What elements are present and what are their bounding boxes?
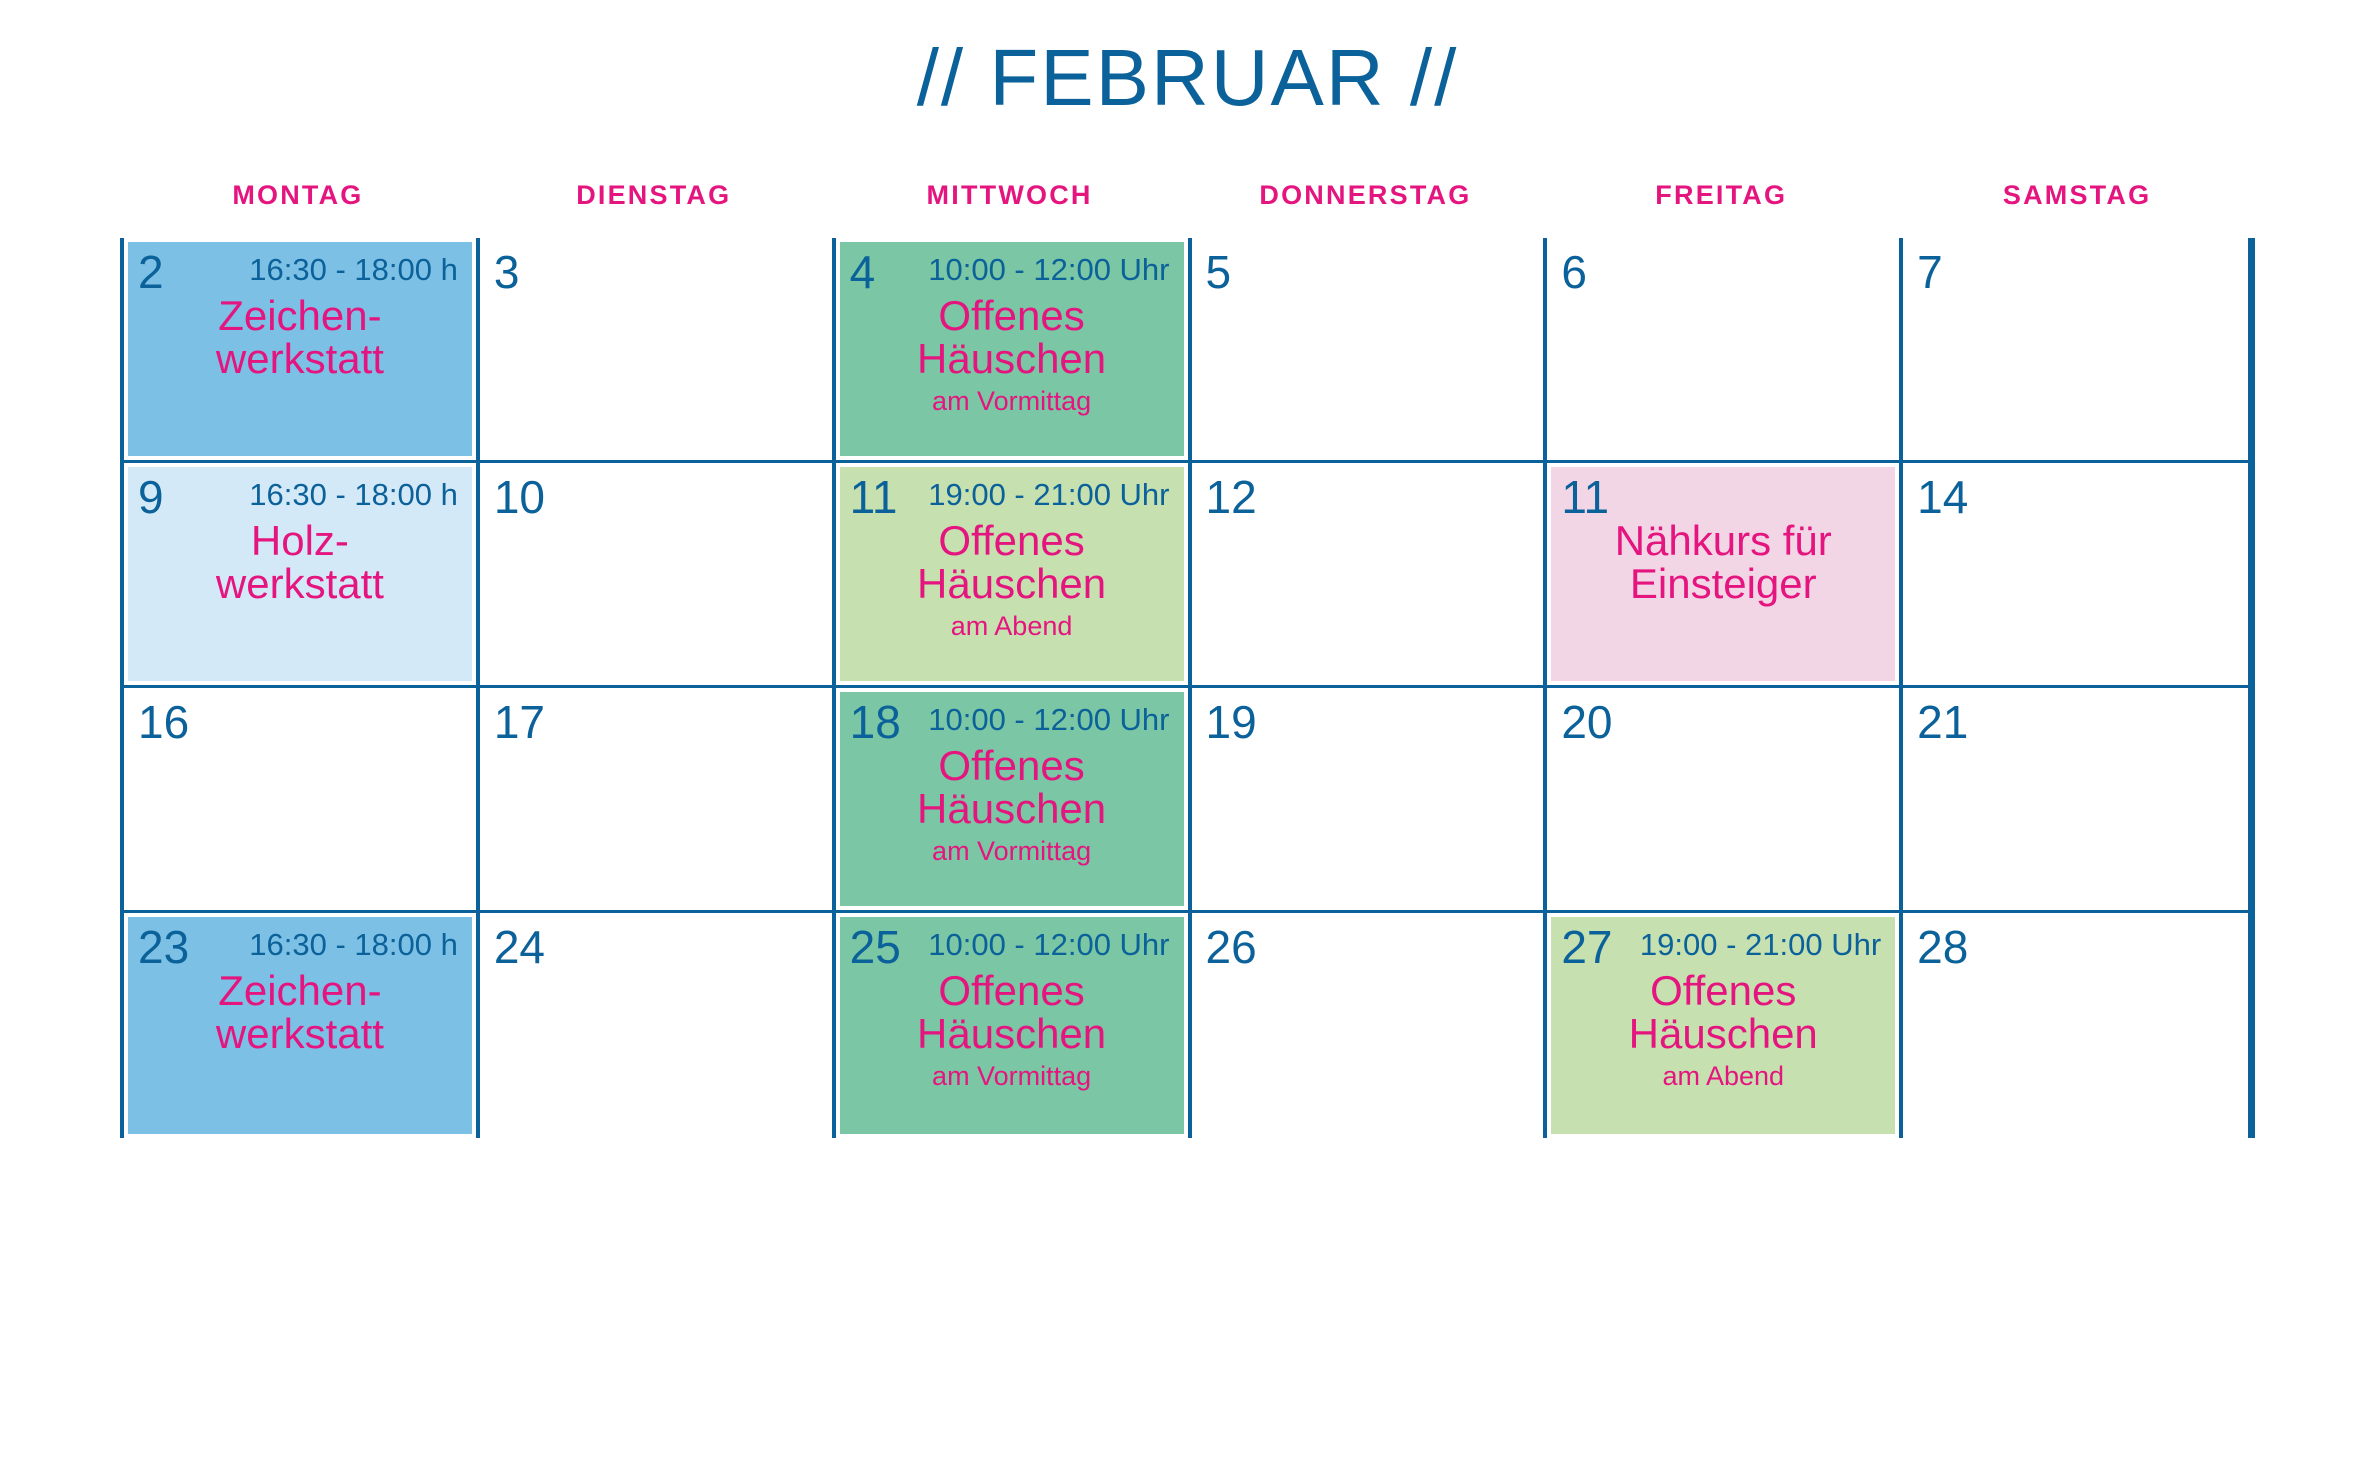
day-number: 28 (1917, 921, 1969, 973)
event-time: 10:00 - 12:00 Uhr (928, 702, 1170, 737)
day-number: 21 (1917, 696, 1969, 748)
calendar-cell[interactable]: 16:30 - 18:00 h Zeichen- werkstatt 2 (120, 238, 476, 463)
event-time: 16:30 - 18:00 h (249, 927, 458, 962)
calendar-cell[interactable]: 14 (1899, 463, 2255, 688)
calendar-cell[interactable]: 6 (1543, 238, 1900, 463)
event-subtitle: am Vormittag (932, 835, 1092, 866)
day-number: 24 (493, 921, 545, 973)
day-number: 27 (1561, 921, 1613, 973)
event-title: Zeichen- werkstatt (215, 292, 384, 382)
calendar-cell[interactable]: 17 (475, 688, 832, 913)
day-number: 19 (1205, 696, 1257, 748)
day-number: 11 (1561, 471, 1610, 523)
event-block[interactable]: 16:30 - 18:00 h Zeichen- werkstatt (128, 242, 472, 456)
event-time: 19:00 - 21:00 Uhr (928, 477, 1170, 512)
calendar-cell[interactable]: 16 (120, 688, 476, 913)
calendar-cell[interactable]: 16:30 - 18:00 h Holz- werkstatt 9 (120, 463, 476, 688)
calendar-cell[interactable]: 3 (475, 238, 832, 463)
calendar-cell[interactable]: 10 (475, 463, 832, 688)
event-subtitle: am Abend (1662, 1060, 1785, 1091)
day-number: 10 (493, 471, 545, 523)
page-title: // FEBRUAR // (916, 33, 1459, 122)
weekday-header-row: MONTAG DIENSTAG MITTWOCH DONNERSTAG FREI… (120, 182, 2255, 209)
weekday-header-freitag: FREITAG (1655, 180, 1788, 210)
event-title: Nähkurs für Einsteiger (1614, 517, 1832, 607)
event-subtitle: am Vormittag (932, 385, 1092, 416)
day-number: 25 (849, 921, 901, 973)
event-title: Offenes Häuschen (917, 742, 1107, 832)
event-time: 16:30 - 18:00 h (249, 252, 458, 287)
day-number: 16 (138, 696, 190, 748)
weekday-header-dienstag: DIENSTAG (576, 180, 732, 210)
calendar-cell[interactable]: 12 (1187, 463, 1544, 688)
weekday-header-montag: MONTAG (232, 180, 364, 210)
event-title: Offenes Häuschen (917, 517, 1107, 607)
calendar-cell[interactable]: 28 (1899, 913, 2255, 1138)
event-title: Holz- werkstatt (215, 517, 384, 607)
event-time: 16:30 - 18:00 h (249, 477, 458, 512)
day-number: 4 (849, 246, 876, 298)
event-block[interactable]: Nähkurs für Einsteiger (1551, 467, 1896, 681)
event-title: Offenes Häuschen (917, 292, 1107, 382)
day-number: 6 (1561, 246, 1587, 298)
day-number: 5 (1205, 246, 1232, 298)
event-time: 10:00 - 12:00 Uhr (928, 252, 1170, 287)
day-number: 7 (1917, 246, 1943, 298)
calendar-cell[interactable]: 20 (1543, 688, 1900, 913)
event-title: Zeichen- werkstatt (215, 967, 384, 1057)
calendar-cell[interactable]: 26 (1187, 913, 1544, 1138)
day-number: 20 (1561, 696, 1613, 748)
calendar-cell[interactable]: 7 (1899, 238, 2255, 463)
calendar-cell[interactable]: 16:30 - 18:00 h Zeichen- werkstatt 23 (120, 913, 476, 1138)
day-number: 14 (1917, 471, 1969, 523)
day-number: 12 (1205, 471, 1257, 523)
day-number: 3 (493, 246, 520, 298)
event-title: Offenes Häuschen (917, 967, 1107, 1057)
day-number: 2 (138, 246, 164, 298)
day-number: 23 (138, 921, 190, 973)
day-number: 26 (1205, 921, 1257, 973)
event-title: Offenes Häuschen (1628, 967, 1818, 1057)
event-block[interactable]: 16:30 - 18:00 h Zeichen- werkstatt (128, 917, 472, 1134)
event-subtitle: am Abend (950, 610, 1073, 641)
weekday-header-mittwoch: MITTWOCH (926, 180, 1093, 210)
weekday-header-samstag: SAMSTAG (2002, 180, 2152, 210)
day-number: 9 (138, 471, 164, 523)
day-number: 17 (493, 696, 545, 748)
calendar-cell[interactable]: 5 (1187, 238, 1544, 463)
weekday-header-donnerstag: DONNERSTAG (1259, 180, 1472, 210)
event-subtitle: am Vormittag (932, 1060, 1092, 1091)
event-time: 19:00 - 21:00 Uhr (1639, 927, 1882, 962)
event-block[interactable]: 16:30 - 18:00 h Holz- werkstatt (128, 467, 472, 681)
day-number: 18 (849, 696, 901, 748)
calendar-cell[interactable]: 21 (1899, 688, 2255, 913)
day-number: 11 (849, 471, 898, 523)
calendar-cell[interactable]: 19 (1187, 688, 1544, 913)
calendar-cell[interactable]: 24 (475, 913, 832, 1138)
event-time: 10:00 - 12:00 Uhr (928, 927, 1170, 962)
